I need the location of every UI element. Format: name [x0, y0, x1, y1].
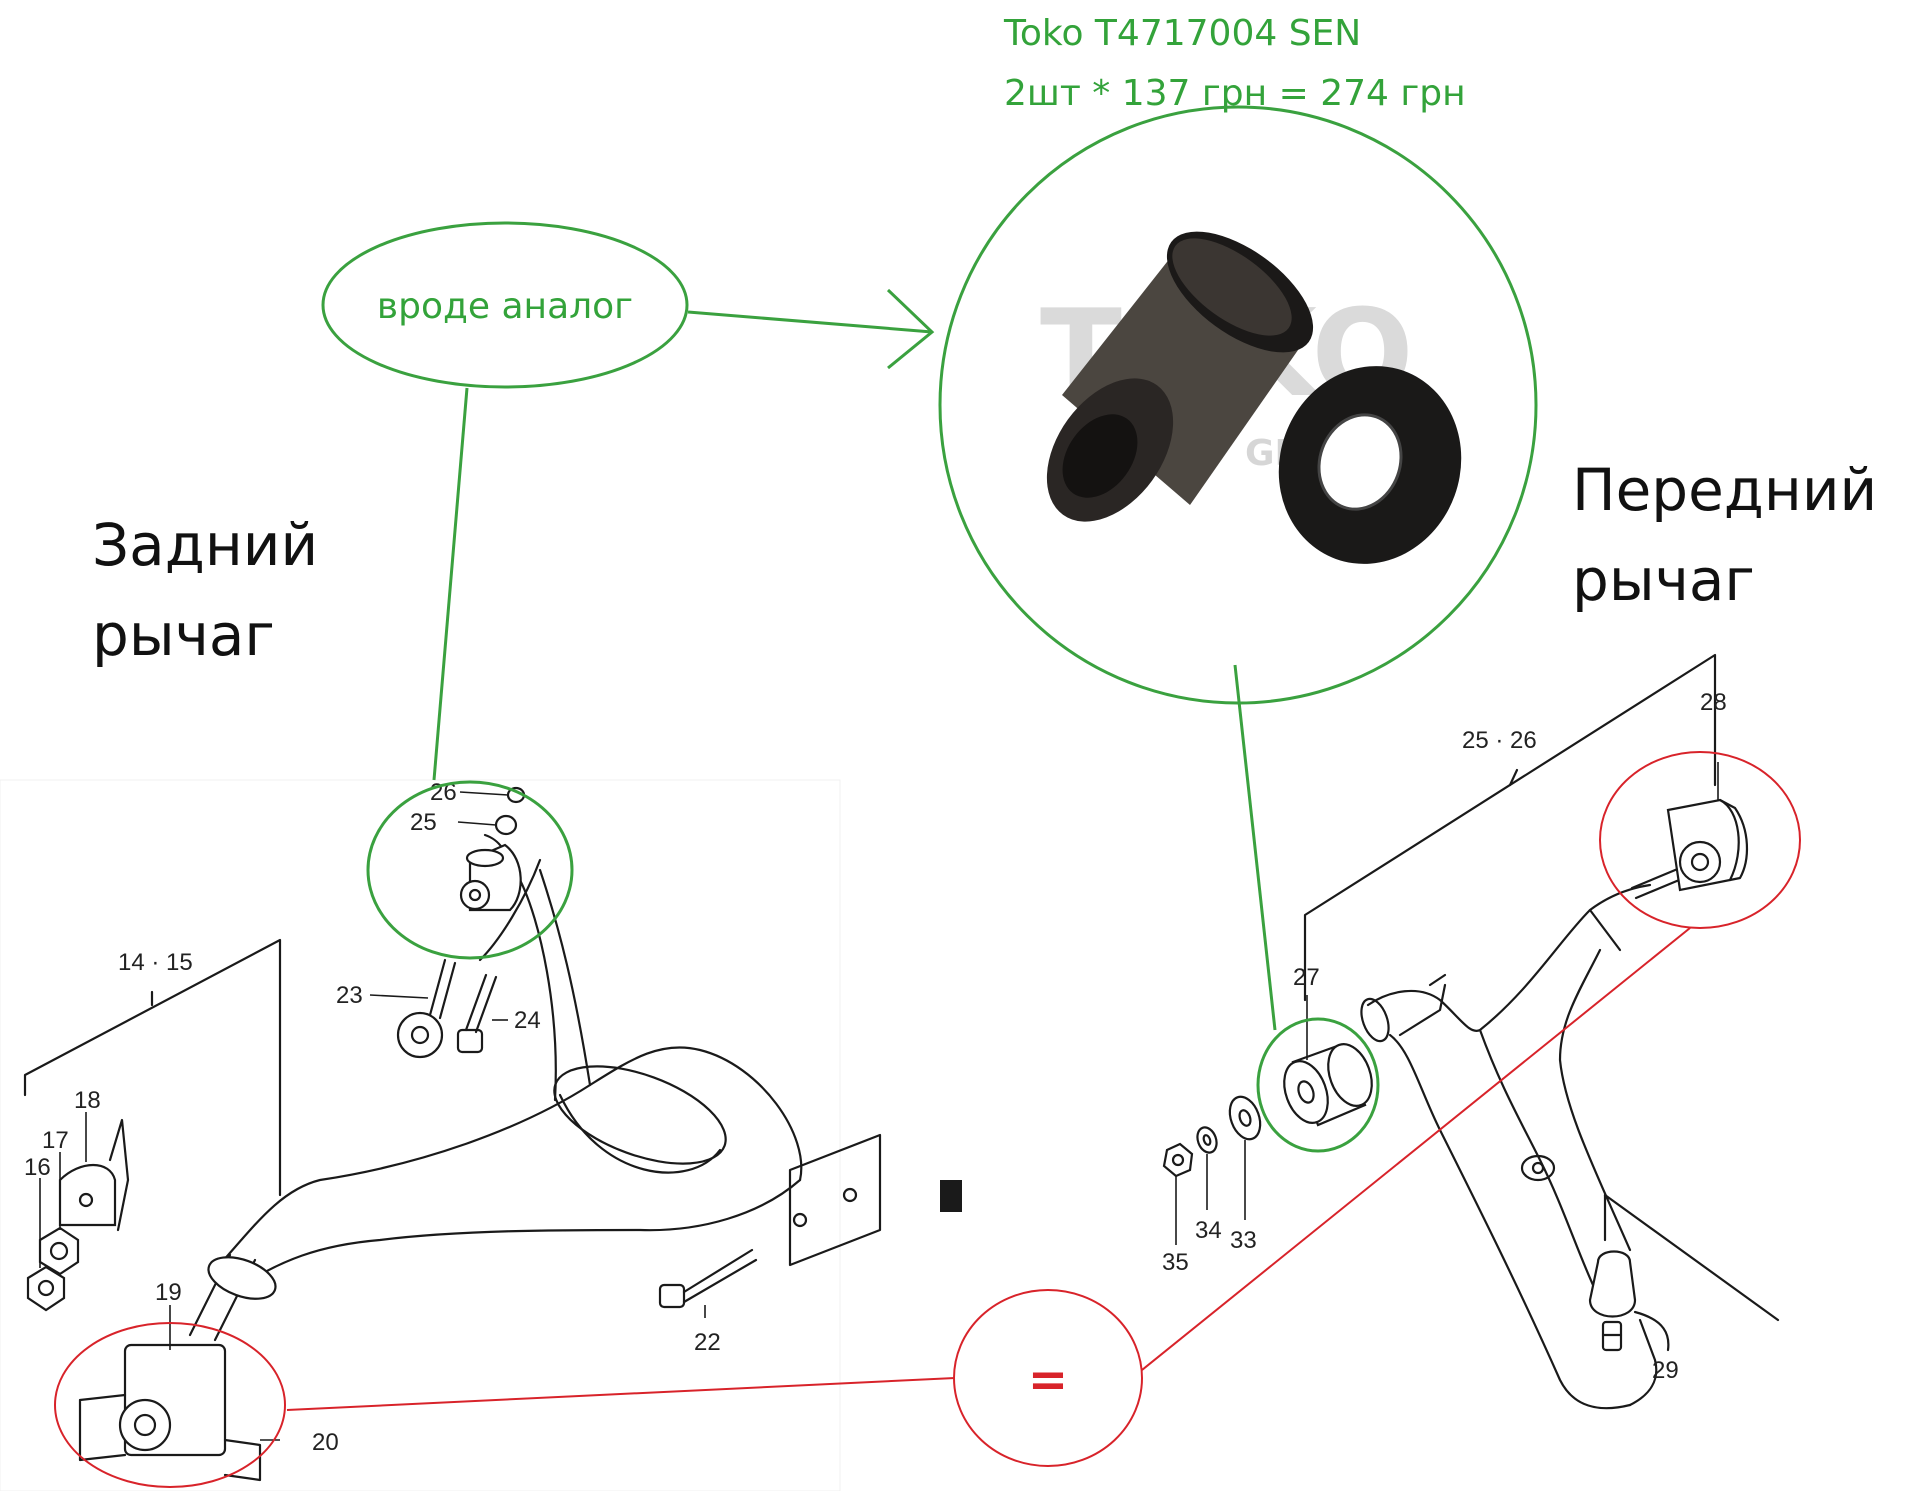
front-part-29: 29 [1652, 1357, 1679, 1384]
front-arm-label-line2: рычаг [1572, 546, 1755, 614]
rear-part-23: 23 [336, 982, 363, 1009]
rear-part-25: 25 [410, 809, 437, 836]
rear-arm-label-line1: Задний [92, 511, 318, 579]
product-photo: TOKO GROUP [1015, 215, 1462, 565]
front-part-34: 34 [1195, 1217, 1222, 1244]
front-rear-bushing-red-circle [1599, 751, 1801, 929]
front-front-bushing-27 [1283, 995, 1373, 1127]
front-arm-label-line1: Передний [1572, 456, 1877, 524]
product-title: Toko T4717004 SEN [1003, 13, 1361, 54]
front-bushing-green-circle [1256, 1017, 1380, 1153]
rear-part-24: 24 [514, 1007, 541, 1034]
callout-arrow-line [687, 310, 933, 334]
washer-image [1278, 366, 1462, 564]
callout-arrowhead [886, 288, 935, 370]
rear-part-16: 16 [24, 1154, 51, 1181]
rear-part-20: 20 [312, 1429, 339, 1456]
rear-arm-drawing [23, 786, 962, 1482]
callout-ellipse [321, 221, 689, 389]
equal-sign: = [1028, 1352, 1068, 1408]
rear-arm-label-line2: рычаг [92, 601, 275, 669]
rear-part-14-15: 14 · 15 [118, 949, 193, 976]
front-part-35: 35 [1162, 1249, 1189, 1276]
product-leader-front [1233, 664, 1277, 1031]
callout-leader-rear [432, 387, 469, 781]
red-connector-left [286, 1377, 956, 1411]
front-part-27: 27 [1293, 964, 1320, 991]
rear-part-18: 18 [74, 1087, 101, 1114]
front-part-28: 28 [1700, 689, 1727, 716]
bushing-image [1046, 231, 1314, 522]
rear-bushing-green-circle [366, 780, 574, 960]
front-bracket-25-26 [1303, 653, 1717, 1002]
front-part-25-26: 25 · 26 [1462, 727, 1537, 754]
rear-part-22: 22 [694, 1329, 721, 1356]
rear-part-19: 19 [155, 1279, 182, 1306]
rear-part-17: 17 [42, 1127, 69, 1154]
red-connector-right [1141, 927, 1691, 1371]
callout-text: вроде аналог [377, 286, 633, 327]
rear-bracket-14-15 [23, 938, 282, 1197]
front-part-33: 33 [1230, 1227, 1257, 1254]
front-arm-drawing [1162, 653, 1780, 1410]
rear-front-bushing-red-circle [54, 1322, 286, 1488]
